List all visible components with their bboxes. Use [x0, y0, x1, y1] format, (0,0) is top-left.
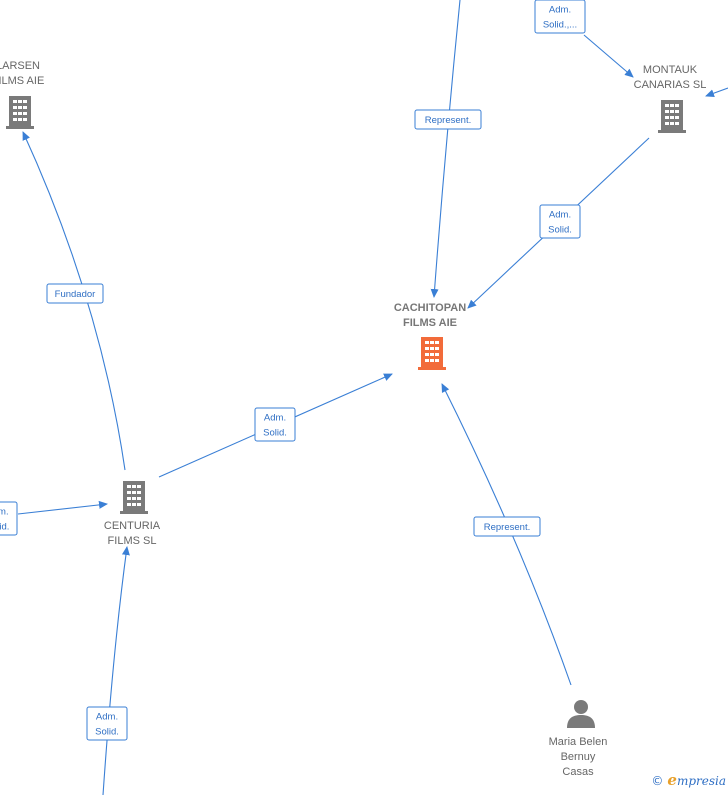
edge-label-text: Solid.: [548, 225, 572, 236]
edge-label-box[interactable]: [46, 283, 104, 304]
building-icon[interactable]: [658, 100, 686, 133]
edge-label[interactable]: Represent.: [414, 109, 482, 130]
edge-centuria-to-larsen: Fundador: [22, 131, 126, 471]
node-montauk[interactable]: MONTAUK CANARIAS SL: [634, 64, 707, 133]
edge-bottom-to-centuria: Adm. Solid.: [86, 546, 130, 795]
edge-label-text: Represent.: [484, 522, 530, 533]
edge-label[interactable]: Adm. Solid.: [0, 501, 18, 536]
node-larsen[interactable]: LARSEN FILMS AIE: [0, 60, 44, 129]
node-label[interactable]: Bernuy: [561, 751, 596, 763]
edge-centuria-to-cachitopan: Adm. Solid.: [158, 373, 393, 478]
node-centuria[interactable]: CENTURIA FILMS SL: [104, 481, 161, 547]
edge-label-box[interactable]: [86, 706, 128, 741]
person-icon[interactable]: [567, 700, 595, 728]
edge-label-text: Solid.,...: [543, 20, 577, 31]
node-label[interactable]: Casas: [562, 766, 594, 778]
edge-left-to-centuria: Adm. Solid.: [0, 500, 108, 536]
edge-top-to-cachitopan: Represent.: [414, 0, 482, 298]
node-label[interactable]: MONTAUK: [643, 64, 698, 76]
edge-label[interactable]: Adm. Solid.: [539, 204, 581, 239]
node-label[interactable]: FILMS AIE: [0, 75, 44, 87]
building-icon[interactable]: [120, 481, 148, 514]
edge-admsolid-top-to-montauk: Adm. Solid.,...: [534, 0, 634, 78]
edge-line: [102, 546, 130, 795]
edge-label-box[interactable]: [534, 0, 586, 34]
edge-label-box[interactable]: [414, 109, 482, 130]
edge-label-text: Adm.: [96, 712, 118, 723]
edge-label-text: Adm.: [549, 5, 571, 16]
node-cachitopan[interactable]: CACHITOPAN FILMS AIE: [394, 302, 466, 370]
edge-label-text: Solid.: [0, 522, 9, 533]
edge-line: [430, 0, 461, 298]
edge-label-box[interactable]: [539, 204, 581, 239]
building-icon[interactable]: [418, 337, 446, 370]
node-label[interactable]: CANARIAS SL: [634, 79, 707, 91]
edge-label-box[interactable]: [254, 407, 296, 442]
empresia-logo-text: mpresia: [676, 774, 726, 788]
edge-label-text: Adm.: [264, 413, 286, 424]
edge-label-text: Solid.: [263, 428, 287, 439]
edge-offscreen-right-to-montauk: [705, 87, 728, 98]
edge-label-text: Adm.: [549, 210, 571, 221]
node-label[interactable]: CENTURIA: [104, 520, 161, 532]
edge-label-text: Fundador: [55, 289, 96, 300]
edge-maria-to-cachitopan: Represent.: [441, 383, 572, 686]
edge-line: [441, 383, 572, 686]
edge-montauk-to-cachitopan: Adm. Solid.: [467, 137, 650, 309]
edge-label[interactable]: Represent.: [473, 516, 541, 537]
edge-line: [705, 87, 728, 98]
node-label[interactable]: Maria Belen: [549, 736, 608, 748]
edge-label[interactable]: Adm. Solid.,...: [534, 0, 586, 34]
edge-label[interactable]: Adm. Solid.: [254, 407, 296, 442]
edge-label-text: Represent.: [425, 115, 471, 126]
edge-label[interactable]: Fundador: [46, 283, 104, 304]
edge-label-box[interactable]: [473, 516, 541, 537]
node-label[interactable]: CACHITOPAN: [394, 302, 466, 314]
edge-label[interactable]: Adm. Solid.: [86, 706, 128, 741]
empresia-logo-initial: e: [667, 771, 677, 789]
empresia-watermark: ©empresia: [651, 771, 726, 789]
copyright-icon: ©: [651, 774, 664, 788]
building-icon[interactable]: [6, 96, 34, 129]
edge-line: [583, 34, 634, 78]
node-label[interactable]: FILMS SL: [108, 535, 157, 547]
edge-line: [17, 500, 108, 515]
node-label[interactable]: FILMS AIE: [403, 317, 457, 329]
edge-label-box[interactable]: [0, 501, 18, 536]
node-label[interactable]: LARSEN: [0, 60, 40, 72]
edge-label-text: Solid.: [95, 727, 119, 738]
edge-label-text: Adm.: [0, 507, 9, 518]
